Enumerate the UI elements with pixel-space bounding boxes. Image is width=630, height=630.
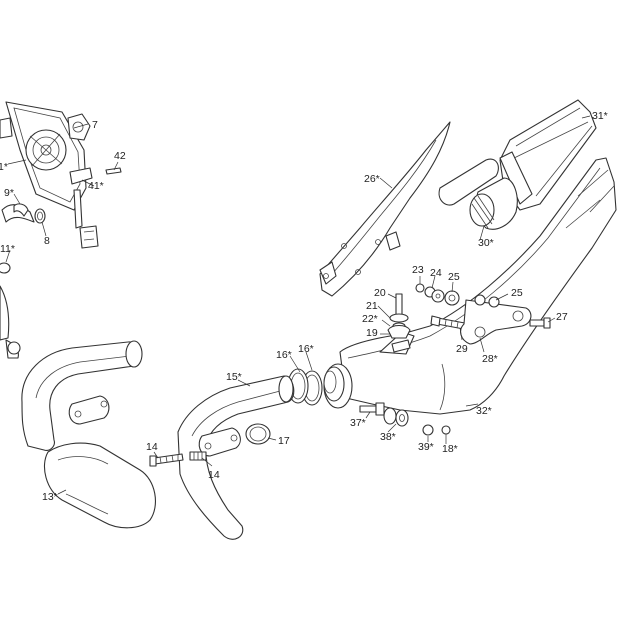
callout-11: 11* xyxy=(0,243,15,255)
gasket-part-17 xyxy=(245,423,271,445)
clamp-part-8 xyxy=(34,208,46,224)
pipe-fitting-part-30 xyxy=(438,158,518,230)
callout-24: 24 xyxy=(430,267,442,279)
callout-29: 29 xyxy=(456,343,468,355)
callout-17: 17 xyxy=(278,435,290,447)
callout-14b: 14 xyxy=(208,469,220,481)
callout-39: 39* xyxy=(418,441,434,453)
callout-42: 42 xyxy=(114,150,126,162)
flange-left xyxy=(68,395,184,467)
callout-14a: 14 xyxy=(146,441,158,453)
leader-lines xyxy=(5,115,591,495)
hardware-37-39-18 xyxy=(359,402,451,436)
left-hose-fragment xyxy=(0,262,21,359)
bracket-part-28 xyxy=(460,294,532,345)
callout-9: 9* xyxy=(4,187,14,199)
silencer-inlet-rings xyxy=(323,363,353,409)
callout-labels: 7 1* 42 41* 9* 8 11* 26* 31* 30* 23 24 2… xyxy=(0,110,608,503)
callout-18: 18* xyxy=(442,443,458,455)
callout-15: 15* xyxy=(226,371,242,383)
callout-8: 8 xyxy=(44,235,50,247)
callout-37: 37* xyxy=(350,417,366,429)
bolt-part-27 xyxy=(529,317,551,329)
heat-shield-part-26 xyxy=(319,121,451,297)
callout-19: 19 xyxy=(366,327,378,339)
callout-32: 32* xyxy=(476,405,492,417)
header-pipe-part-13 xyxy=(21,340,156,529)
callout-13: 13* xyxy=(42,491,58,503)
hardware-stack-19-25 xyxy=(387,283,460,339)
callout-1: 1* xyxy=(0,161,8,173)
hose-part-9 xyxy=(1,203,35,223)
callout-16a: 16* xyxy=(276,349,292,361)
callout-21: 21 xyxy=(366,300,378,312)
callout-27: 27 xyxy=(556,311,568,323)
callout-31: 31* xyxy=(592,110,608,122)
callout-26: 26* xyxy=(364,173,380,185)
callout-22: 22* xyxy=(362,313,378,325)
flange-middle xyxy=(189,427,241,461)
callout-25b: 25 xyxy=(511,287,523,299)
callout-20: 20 xyxy=(374,287,386,299)
callout-30: 30* xyxy=(478,237,494,249)
callout-25a: 25 xyxy=(448,271,460,283)
callout-23: 23 xyxy=(412,264,424,276)
callout-28: 28* xyxy=(482,353,498,365)
callout-16b: 16* xyxy=(298,343,314,355)
callout-41: 41* xyxy=(88,180,104,192)
radiator-fan-assembly xyxy=(0,101,122,249)
callout-38: 38* xyxy=(380,431,396,443)
callout-7: 7 xyxy=(92,119,98,131)
